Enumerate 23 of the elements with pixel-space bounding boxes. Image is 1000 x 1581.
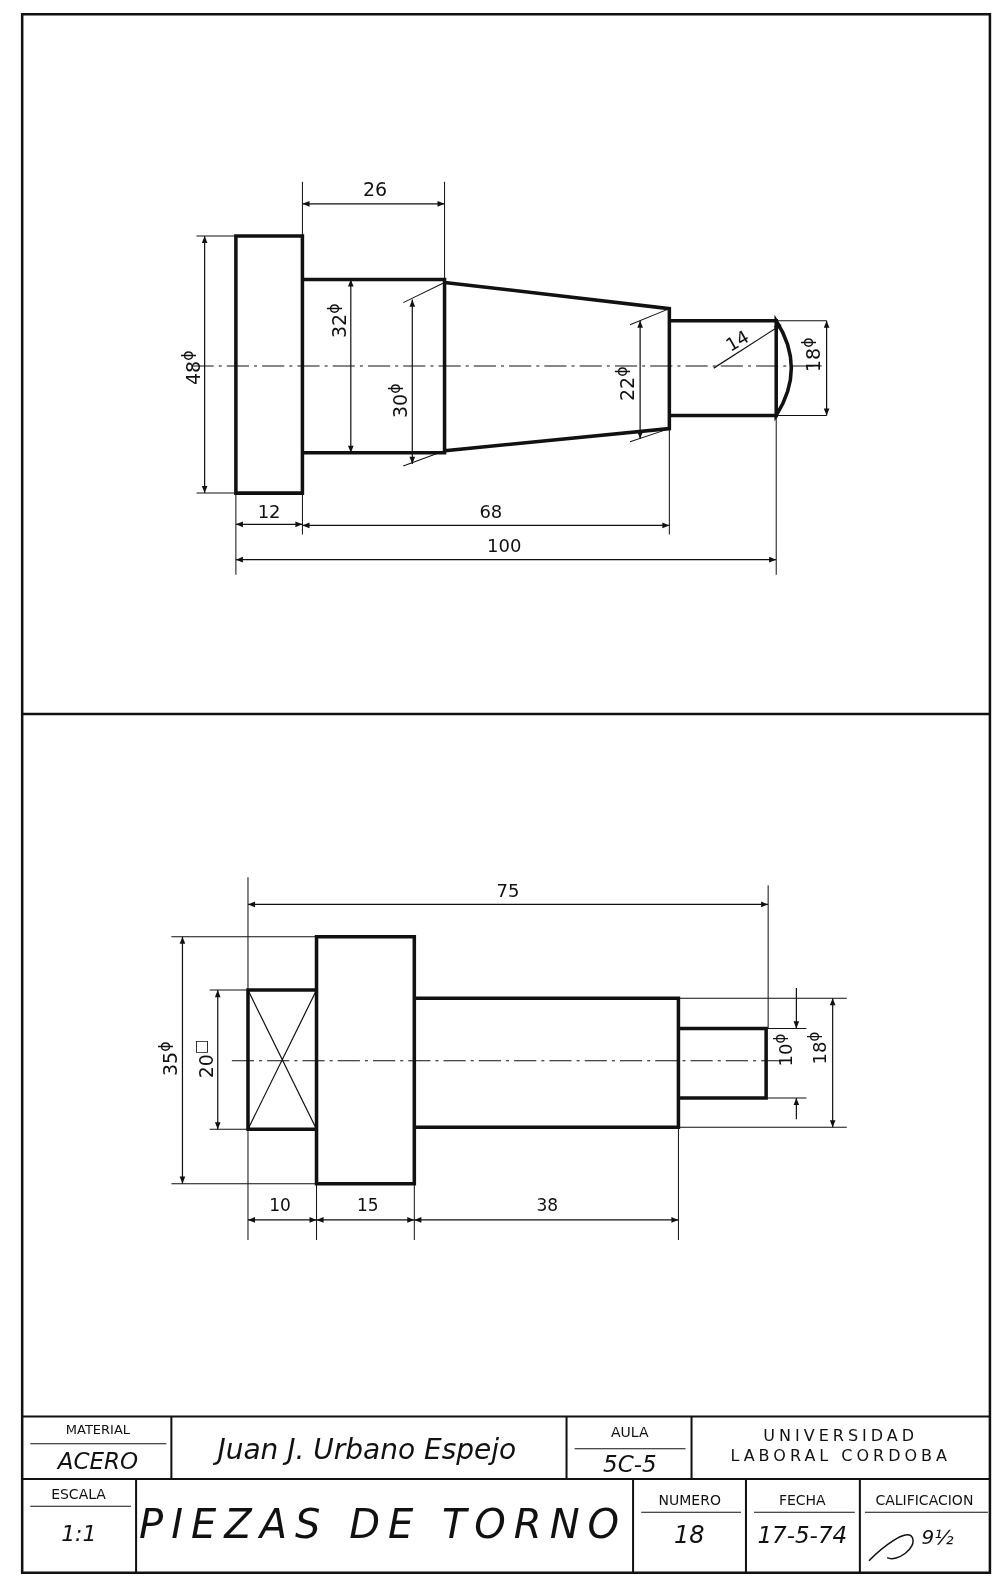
dimension-value: 100 xyxy=(487,537,522,556)
grade-value: 9½ xyxy=(921,1527,954,1548)
dimension-value: 38 xyxy=(536,1197,558,1215)
dimension-value: 10 xyxy=(269,1197,291,1215)
field-value: 17-5-74 xyxy=(757,1523,848,1547)
drawing-title: PIEZAS DE TORNO xyxy=(139,1504,628,1545)
dimension-value: 15 xyxy=(356,1197,379,1215)
field-caption: ESCALA xyxy=(51,1486,106,1501)
field-caption: NUMERO xyxy=(658,1493,721,1507)
field-value: 1:1 xyxy=(61,1523,97,1546)
dimension-value: 26 xyxy=(363,180,388,199)
dimension-value: 75 xyxy=(496,882,520,901)
field-caption: CALIFICACION xyxy=(875,1493,974,1507)
dimension-value: 14 xyxy=(723,327,753,355)
school-name: UNIVERSIDAD LABORAL CORDOBA xyxy=(729,1425,953,1468)
field-value: 5C-5 xyxy=(603,1453,657,1477)
dimension-value: 12 xyxy=(257,503,281,522)
field-caption: AULA xyxy=(611,1425,649,1440)
field-value: ACERO xyxy=(57,1450,139,1474)
dimension-value: 68 xyxy=(479,503,503,522)
field-caption: FECHA xyxy=(778,1493,826,1507)
field-caption: MATERIAL xyxy=(65,1422,131,1436)
field-value: 18 xyxy=(674,1523,705,1548)
